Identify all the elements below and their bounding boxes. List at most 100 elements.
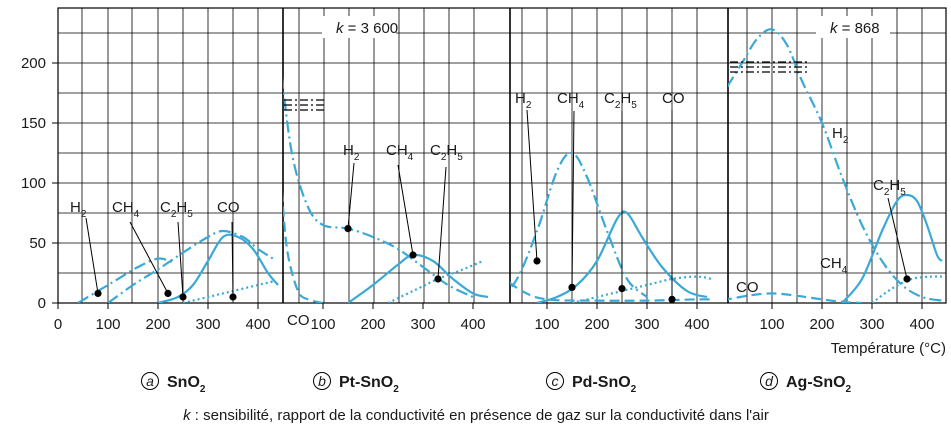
curve-h2 — [728, 28, 943, 302]
y-tick-label: 0 — [38, 295, 46, 312]
panel-grid-3 — [509, 8, 728, 304]
y-tick-label: 200 — [21, 55, 46, 72]
curve-co — [510, 281, 713, 302]
data-marker — [94, 289, 102, 297]
data-marker — [568, 283, 576, 291]
curve-ch4 — [107, 229, 274, 303]
panel-letter-circle — [546, 372, 564, 390]
leader-line — [129, 221, 169, 294]
axis-break-mark — [730, 61, 810, 73]
curve-ch4 — [871, 275, 943, 303]
x-tick-label: 300 — [195, 316, 220, 333]
leader-line — [526, 109, 538, 262]
x-tick-label: 0 — [54, 316, 62, 333]
curve-h2 — [283, 77, 474, 298]
data-marker — [229, 293, 237, 301]
panel-title: Pt-SnO2 — [339, 374, 399, 395]
panel-title-b: b Pt-SnO2 — [313, 372, 399, 395]
series-label: C2H5 — [604, 90, 637, 111]
x-tick-label: 200 — [809, 316, 834, 333]
panel-title-a: a SnO2 — [141, 372, 206, 395]
x-tick-label: 200 — [360, 316, 385, 333]
x-tick-label: 200 — [145, 316, 170, 333]
panel-title-d: d Ag-SnO2 — [760, 372, 852, 395]
k-label: k = 3 600 — [336, 20, 398, 37]
data-marker — [618, 285, 626, 293]
panel-letter: c — [552, 373, 559, 389]
panel-grid-4 — [727, 8, 946, 304]
panel-letter-circle — [760, 372, 778, 390]
curve-c2h5 — [387, 259, 484, 303]
panel-grid-2 — [282, 8, 510, 304]
data-marker — [164, 289, 172, 297]
x-tick-label: 100 — [95, 316, 120, 333]
data-marker — [434, 275, 442, 283]
plot-grid — [52, 7, 947, 309]
curve-co — [283, 191, 324, 303]
x-tick-label: 100 — [534, 316, 559, 333]
k-label-bg — [816, 16, 890, 38]
panel-title: Ag-SnO2 — [786, 374, 852, 395]
data-marker — [903, 275, 911, 283]
panel-letter: a — [146, 373, 154, 389]
panel-letter: b — [318, 373, 326, 389]
leader-line — [177, 221, 184, 298]
series-label: CH4 — [386, 142, 414, 163]
x-tick-label: 300 — [634, 316, 659, 333]
leader-line — [231, 221, 234, 298]
data-marker — [533, 257, 541, 265]
panel-title: Pd-SnO2 — [572, 374, 637, 395]
series-label: CH4 — [557, 90, 585, 111]
annotations — [85, 16, 911, 303]
x-tick-label: 400 — [909, 316, 934, 333]
panel-title: SnO2 — [167, 374, 206, 395]
x-tick-label: 400 — [460, 316, 485, 333]
series-label: CH4 — [112, 199, 140, 220]
x-tick-label: 100 — [759, 316, 784, 333]
curve-c2h5 — [841, 193, 943, 303]
axis-break-mark — [284, 99, 324, 111]
curve-co — [728, 292, 863, 303]
x-tick-label: 400 — [245, 316, 270, 333]
panel-title-c: c Pd-SnO2 — [546, 372, 637, 395]
panel-letter-circle — [141, 372, 159, 390]
leader-line — [887, 197, 908, 280]
data-marker — [668, 295, 676, 303]
leader-line — [85, 217, 99, 294]
panel-grid-1 — [57, 8, 284, 304]
data-marker — [344, 225, 352, 233]
panel-letter-circle — [313, 372, 331, 390]
y-tick-label: 150 — [21, 115, 46, 132]
x-tick-label: 200 — [584, 316, 609, 333]
panel-letter: d — [765, 373, 774, 389]
series-label: CH4 — [820, 255, 848, 276]
x-tick-label: 300 — [410, 316, 435, 333]
curve-h2 — [510, 151, 648, 298]
series-label: H2 — [832, 125, 849, 146]
curve-c2h5 — [571, 275, 713, 303]
y-tick-label: 50 — [29, 235, 46, 252]
series-label: H2 — [515, 90, 532, 111]
series-label: C2H5 — [160, 199, 193, 220]
k-label: k = 868 — [830, 20, 880, 37]
series-label: CO — [287, 312, 310, 329]
series-label: C2H5 — [430, 142, 463, 163]
data-marker — [179, 293, 187, 301]
footnote: k : sensibilité, rapport de la conductiv… — [183, 407, 769, 424]
curve-ch4 — [347, 253, 489, 303]
x-tick-label: 100 — [310, 316, 335, 333]
data-marker — [409, 251, 417, 259]
curve-h2 — [77, 257, 174, 303]
k-label-bg — [322, 16, 396, 38]
y-tick-label: 100 — [21, 175, 46, 192]
curve-c2h5 — [157, 233, 279, 303]
x-axis-title: Température (°C) — [831, 340, 946, 357]
series-label: CO — [662, 90, 685, 107]
leader-line — [397, 164, 414, 256]
series-label: CO — [217, 199, 240, 216]
leader-line — [347, 162, 355, 229]
x-tick-label: 400 — [684, 316, 709, 333]
series-label: C2H5 — [873, 177, 906, 198]
